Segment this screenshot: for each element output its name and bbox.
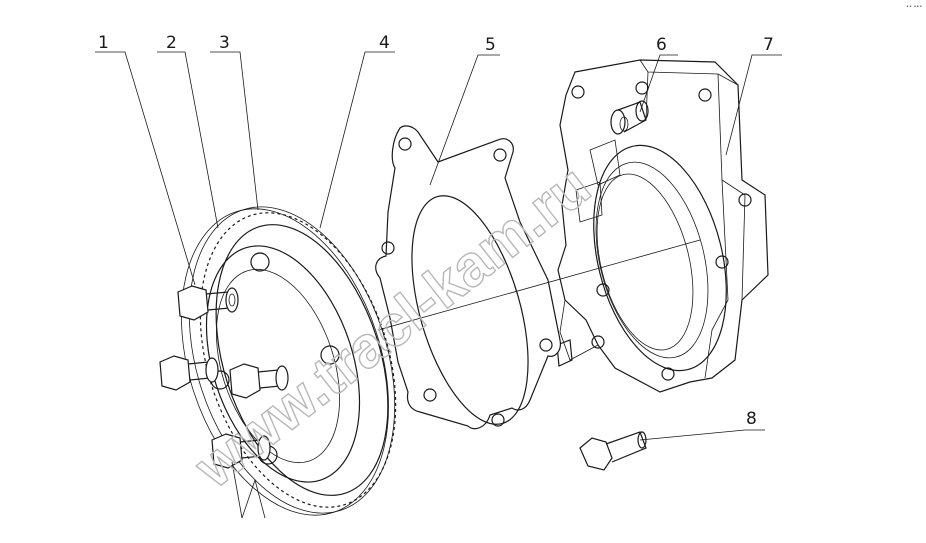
callout-3: 3 <box>219 33 230 53</box>
callout-7: 7 <box>763 35 774 55</box>
callout-6: 6 <box>656 35 667 55</box>
callout-4: 4 <box>379 33 390 53</box>
callout-1: 1 <box>98 33 109 53</box>
gasket-part-5 <box>375 125 561 430</box>
bolts-and-washers-parts-1-3 <box>159 285 289 469</box>
gear-part-4 <box>181 206 397 516</box>
callout-5: 5 <box>485 35 496 55</box>
callout-8: 8 <box>746 409 757 429</box>
callout-2: 2 <box>166 33 177 53</box>
corner-mark: •• ••• <box>906 4 922 10</box>
housing-part-7 <box>556 59 769 393</box>
bolt-part-8 <box>579 431 647 471</box>
leader-lines <box>95 51 782 519</box>
center-axis-line <box>377 239 701 331</box>
